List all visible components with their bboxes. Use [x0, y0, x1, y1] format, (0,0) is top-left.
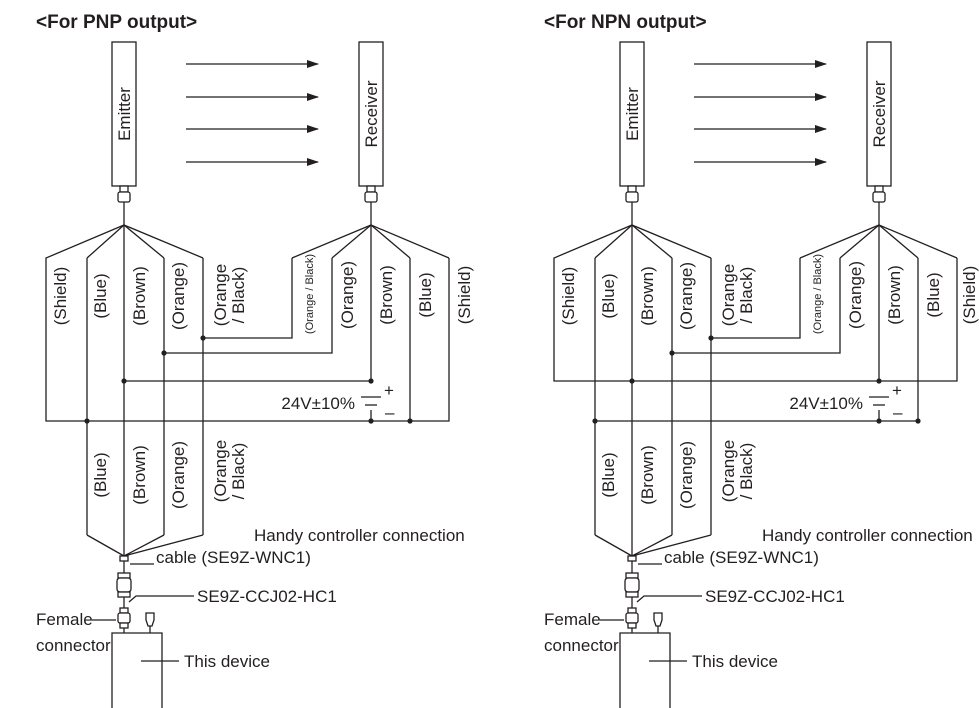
- npn-label-orange: (Orange): [677, 262, 696, 330]
- npn-lower-label-orange: (Orange): [677, 441, 696, 509]
- pnp-lower-label-orange-black-2: / Black): [229, 443, 248, 500]
- pnp-receiver-unit: [358, 41, 384, 187]
- pnp-label-rx-orange-black: (Orange / Black): [304, 254, 316, 334]
- npn-female-label-2: connector: [544, 636, 619, 655]
- pnp-emitter-label: Emitter: [115, 87, 134, 141]
- npn-label-orange-black-1: (Orange: [719, 264, 738, 326]
- npn-lower-label-blue: (Blue): [599, 452, 618, 497]
- pnp-lower-wire-labels: (Blue) (Brown) (Orange) (Orange / Black): [91, 440, 248, 509]
- npn-device-label: This device: [692, 652, 778, 671]
- pnp-battery-icon: [361, 396, 381, 406]
- npn-cable-label-1: Handy controller connection: [762, 526, 973, 545]
- npn-plus-label: +: [892, 381, 902, 400]
- pnp-adapter-label: SE9Z-CCJ02-HC1: [197, 587, 337, 606]
- pnp-device-label: This device: [184, 652, 270, 671]
- npn-receiver-wires: [595, 224, 958, 422]
- pnp-power-label: 24V±10%: [281, 394, 355, 413]
- npn-battery-icon: [869, 396, 889, 406]
- npn-label-brown: (Brown): [638, 266, 657, 326]
- npn-lower-wires: [594, 534, 712, 557]
- npn-device-body: [619, 632, 671, 708]
- npn-emitter-unit: [619, 41, 645, 187]
- npn-lower-label-orange-black-2: / Black): [737, 443, 756, 500]
- pnp-title: <For PNP output>: [36, 12, 197, 33]
- pnp-lower-label-orange: (Orange): [169, 441, 188, 509]
- npn-power-label: 24V±10%: [789, 394, 863, 413]
- pnp-emitter-unit: [111, 41, 137, 187]
- pnp-receiver-label: Receiver: [362, 80, 381, 147]
- npn-cable-label-2: cable (SE9Z-WNC1): [664, 548, 819, 567]
- pnp-lower-label-blue: (Blue): [91, 452, 110, 497]
- pnp-receiver-connector-icon: [364, 185, 378, 225]
- npn-title: <For NPN output>: [544, 12, 707, 33]
- npn-beam-arrows: [694, 60, 827, 166]
- pnp-label-blue: (Blue): [91, 273, 110, 318]
- npn-label-rx-blue: (Blue): [924, 272, 943, 317]
- pnp-label-rx-blue: (Blue): [416, 272, 435, 317]
- npn-receiver-label: Receiver: [870, 80, 889, 147]
- pnp-label-shield: (Shield): [51, 267, 70, 326]
- pnp-minus-label: –: [385, 403, 395, 422]
- npn-label-orange-black-2: / Black): [737, 267, 756, 324]
- pnp-beam-arrows: [186, 60, 319, 166]
- pnp-lower-label-orange-black-1: (Orange: [211, 440, 230, 502]
- pnp-lower-wires: [86, 534, 204, 557]
- pnp-label-rx-orange: (Orange): [338, 261, 357, 329]
- npn-cable-assembly: [624, 555, 663, 633]
- npn-emitter-connector-icon: [625, 185, 639, 225]
- npn-lower-wire-labels: (Blue) (Brown) (Orange) (Orange / Black): [599, 440, 756, 509]
- pnp-label-orange: (Orange): [169, 262, 188, 330]
- npn-diagram: <For NPN output> Emitter Receiver: [544, 12, 979, 708]
- npn-label-shield: (Shield): [559, 267, 578, 326]
- npn-lower-label-orange-black-1: (Orange: [719, 440, 738, 502]
- npn-receiver-unit: [866, 41, 892, 187]
- npn-junction-dots: [592, 335, 921, 424]
- pnp-label-rx-shield: (Shield): [455, 266, 474, 325]
- pnp-label-brown: (Brown): [130, 266, 149, 326]
- pnp-junction-dots: [84, 335, 413, 424]
- pnp-plus-label: +: [384, 381, 394, 400]
- pnp-emitter-wire-labels: (Shield) (Blue) (Brown) (Orange) (Orange…: [51, 262, 248, 330]
- npn-lower-label-brown: (Brown): [638, 445, 657, 505]
- pnp-lower-label-brown: (Brown): [130, 445, 149, 505]
- npn-adapter-label: SE9Z-CCJ02-HC1: [705, 587, 845, 606]
- pnp-female-label-2: connector: [36, 636, 111, 655]
- npn-female-label-1: Female: [544, 610, 601, 629]
- pnp-female-label-1: Female: [36, 610, 93, 629]
- pnp-cable-label-1: Handy controller connection: [254, 526, 465, 545]
- pnp-receiver-wires: [124, 224, 450, 422]
- npn-receiver-wire-labels: (Orange / Black) (Orange) (Brown) (Blue)…: [812, 254, 979, 334]
- npn-label-rx-brown: (Brown): [885, 265, 904, 325]
- npn-emitter-label: Emitter: [623, 87, 642, 141]
- pnp-receiver-wire-labels: (Orange / Black) (Orange) (Brown) (Blue)…: [304, 254, 474, 334]
- npn-label-blue: (Blue): [599, 273, 618, 318]
- npn-label-rx-orange: (Orange): [846, 261, 865, 329]
- npn-emitter-wire-labels: (Shield) (Blue) (Brown) (Orange) (Orange…: [559, 262, 756, 330]
- npn-label-rx-shield: (Shield): [960, 266, 979, 325]
- pnp-emitter-connector-icon: [117, 185, 131, 225]
- npn-receiver-connector-icon: [872, 185, 886, 225]
- pnp-diagram: <For PNP output> Emitter Receiver: [36, 12, 474, 708]
- pnp-label-rx-brown: (Brown): [377, 265, 396, 325]
- npn-label-rx-orange-black: (Orange / Black): [812, 254, 824, 334]
- pnp-cable-assembly: [116, 555, 155, 633]
- npn-minus-label: –: [893, 403, 903, 422]
- pnp-label-orange-black-2: / Black): [229, 267, 248, 324]
- pnp-device-body: [111, 632, 163, 708]
- pnp-label-orange-black-1: (Orange: [211, 264, 230, 326]
- pnp-cable-label-2: cable (SE9Z-WNC1): [156, 548, 311, 567]
